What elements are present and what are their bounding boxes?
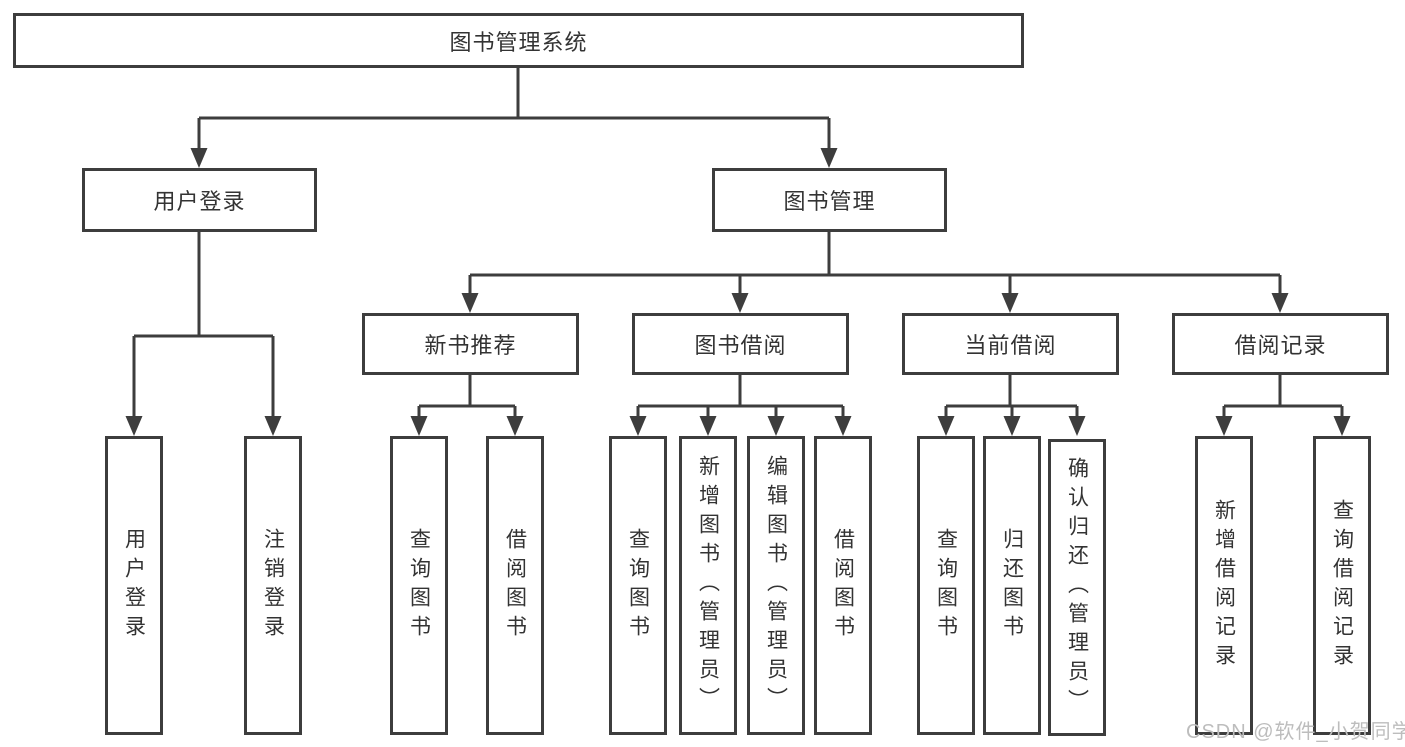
leaf-logout: 注销登录 (244, 436, 302, 735)
csdn-watermark: CSDN @软件_小贺同学 (1186, 721, 1405, 743)
node-user-login: 用户登录 (82, 168, 317, 232)
node-current-borrowing: 当前借阅 (902, 313, 1119, 375)
node-borrowing-records: 借阅记录 (1172, 313, 1389, 375)
node-new-book-recommend: 新书推荐 (362, 313, 579, 375)
leaf-borrowing-borrow-books: 借阅图书 (814, 436, 872, 735)
leaf-newbooks-query-books: 查询图书 (390, 436, 448, 735)
leaf-records-query-record: 查询借阅记录 (1313, 436, 1371, 735)
node-book-borrowing: 图书借阅 (632, 313, 849, 375)
leaf-records-add-record: 新增借阅记录 (1195, 436, 1253, 735)
leaf-current-confirm-return-admin: 确认归还（管理员） (1048, 439, 1106, 736)
leaf-current-query-books: 查询图书 (917, 436, 975, 735)
node-book-management: 图书管理 (712, 168, 947, 232)
leaf-borrowing-edit-books-admin: 编辑图书（管理员） (747, 436, 805, 735)
leaf-borrowing-add-books-admin: 新增图书（管理员） (679, 436, 737, 735)
leaf-borrowing-query-books: 查询图书 (609, 436, 667, 735)
node-root: 图书管理系统 (13, 13, 1024, 68)
leaf-current-return-books: 归还图书 (983, 436, 1041, 735)
leaf-newbooks-borrow-books: 借阅图书 (486, 436, 544, 735)
leaf-user-login: 用户登录 (105, 436, 163, 735)
